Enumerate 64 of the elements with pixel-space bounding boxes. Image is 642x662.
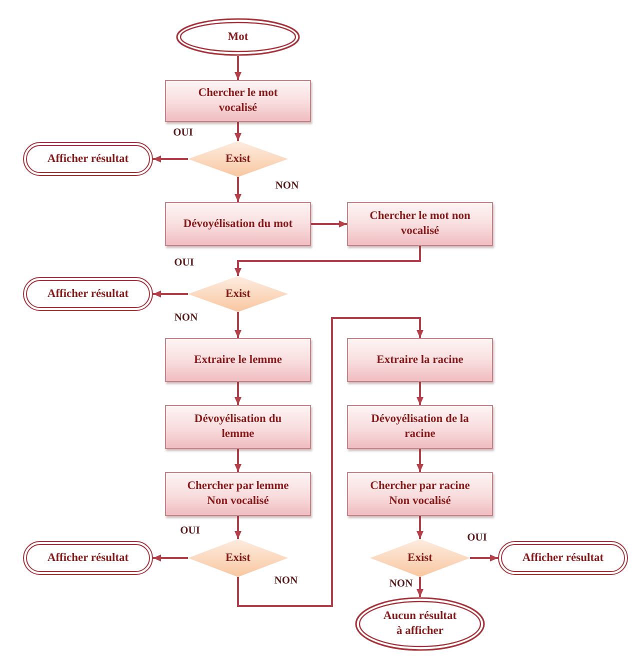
edge-label: OUI (466, 532, 488, 544)
node-text: Afficher résultat (47, 286, 129, 302)
node-text: Chercher par lemme Non vocalisé (186, 479, 290, 509)
edge-label: NON (274, 180, 300, 192)
arrow (153, 156, 188, 162)
node-text: Mot (228, 30, 248, 44)
node-text: Chercher par racine Non vocalisé (369, 479, 471, 509)
process-box (347, 472, 493, 516)
arrow (311, 220, 347, 228)
process-box (165, 472, 311, 516)
arrow (153, 290, 188, 298)
node-text: Afficher résultat (522, 550, 604, 566)
process-box (347, 338, 493, 382)
edge-label: NON (173, 312, 199, 324)
process-box (347, 405, 493, 449)
result-box (498, 541, 628, 575)
node-text: Aucun résultat à afficher (382, 609, 458, 639)
node-text: Exist (408, 550, 432, 566)
arrow (153, 554, 188, 562)
arrow (416, 449, 424, 472)
node-text: Chercher le mot non vocalisé (368, 209, 472, 239)
node-text: Chercher le mot vocalisé (197, 86, 279, 116)
arrow (234, 312, 242, 338)
result-box (23, 142, 153, 176)
result-box (23, 277, 153, 311)
arrow (234, 246, 421, 276)
terminal-ellipse (355, 597, 485, 651)
arrow (234, 516, 242, 539)
node-text: Dévoyélisation du lemme (193, 412, 283, 442)
edge-label: OUI (172, 128, 194, 138)
process-box (347, 202, 493, 246)
node-text: Exist (226, 286, 250, 302)
decision-diamond (188, 276, 288, 312)
process-box (165, 405, 311, 449)
arrow (234, 56, 242, 80)
arrow (470, 554, 498, 562)
terminal-ellipse (176, 18, 300, 56)
decision-diamond (188, 539, 288, 577)
node-text: Exist (226, 550, 250, 566)
arrow (416, 382, 424, 405)
arrow (416, 577, 424, 597)
arrow (234, 122, 242, 141)
edge-label: NON (273, 576, 299, 586)
decision-diamond (188, 141, 288, 177)
node-text: Afficher résultat (47, 550, 129, 566)
arrow (234, 177, 242, 202)
node-text: Dévoyélisation de la racine (370, 412, 470, 442)
node-text: Exist (226, 152, 250, 166)
process-box (165, 80, 311, 122)
edge-label: NON (388, 578, 414, 590)
arrow (416, 516, 424, 539)
edge-label: OUI (173, 258, 195, 268)
node-text: Dévoyélisation du mot (183, 216, 293, 232)
arrow (237, 317, 424, 607)
process-box (165, 338, 311, 382)
arrow (234, 382, 242, 405)
result-box (23, 541, 153, 575)
node-text: Extraire la racine (376, 352, 464, 368)
node-text: Afficher résultat (47, 152, 129, 166)
arrow (234, 449, 242, 472)
node-text: Extraire le lemme (194, 352, 282, 368)
process-box (165, 202, 311, 246)
edge-label: OUI (179, 526, 201, 536)
decision-diamond (370, 539, 470, 577)
